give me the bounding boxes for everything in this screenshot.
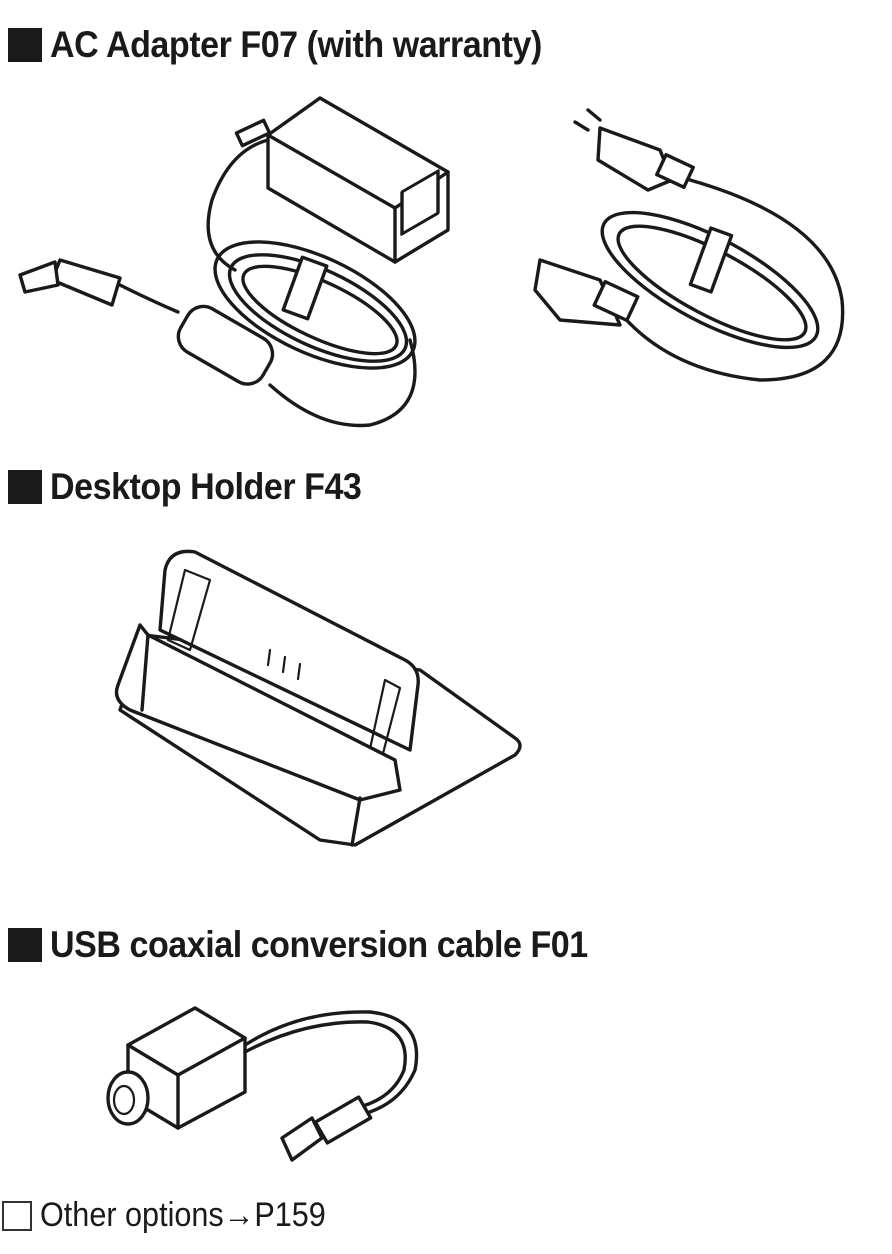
section-heading-ac-adapter: AC Adapter F07 (with warranty) [8, 24, 585, 66]
black-square-bullet-icon [8, 928, 42, 962]
ac-adapter-illustration [18, 96, 845, 428]
black-square-bullet-icon [8, 470, 42, 504]
right-arrow-icon: → [223, 1196, 255, 1234]
black-square-bullet-icon [8, 28, 42, 62]
section-title: AC Adapter F07 (with warranty) [50, 24, 542, 65]
other-options-reference: Other options→P159 [2, 1196, 358, 1235]
section-title: Desktop Holder F43 [50, 466, 362, 507]
section-title: USB coaxial conversion cable F01 [50, 924, 588, 965]
page-reference-link[interactable]: P159 [254, 1196, 326, 1234]
desktop-holder-illustration [114, 549, 522, 847]
usb-coaxial-cable-illustration [106, 1006, 419, 1162]
section-heading-desktop-holder: Desktop Holder F43 [8, 466, 388, 508]
other-options-text: Other options→P159 [40, 1196, 326, 1235]
other-options-label: Other options [40, 1196, 224, 1234]
section-heading-usb-coaxial-cable: USB coaxial conversion cable F01 [8, 924, 634, 966]
empty-square-bullet-icon [2, 1200, 32, 1231]
